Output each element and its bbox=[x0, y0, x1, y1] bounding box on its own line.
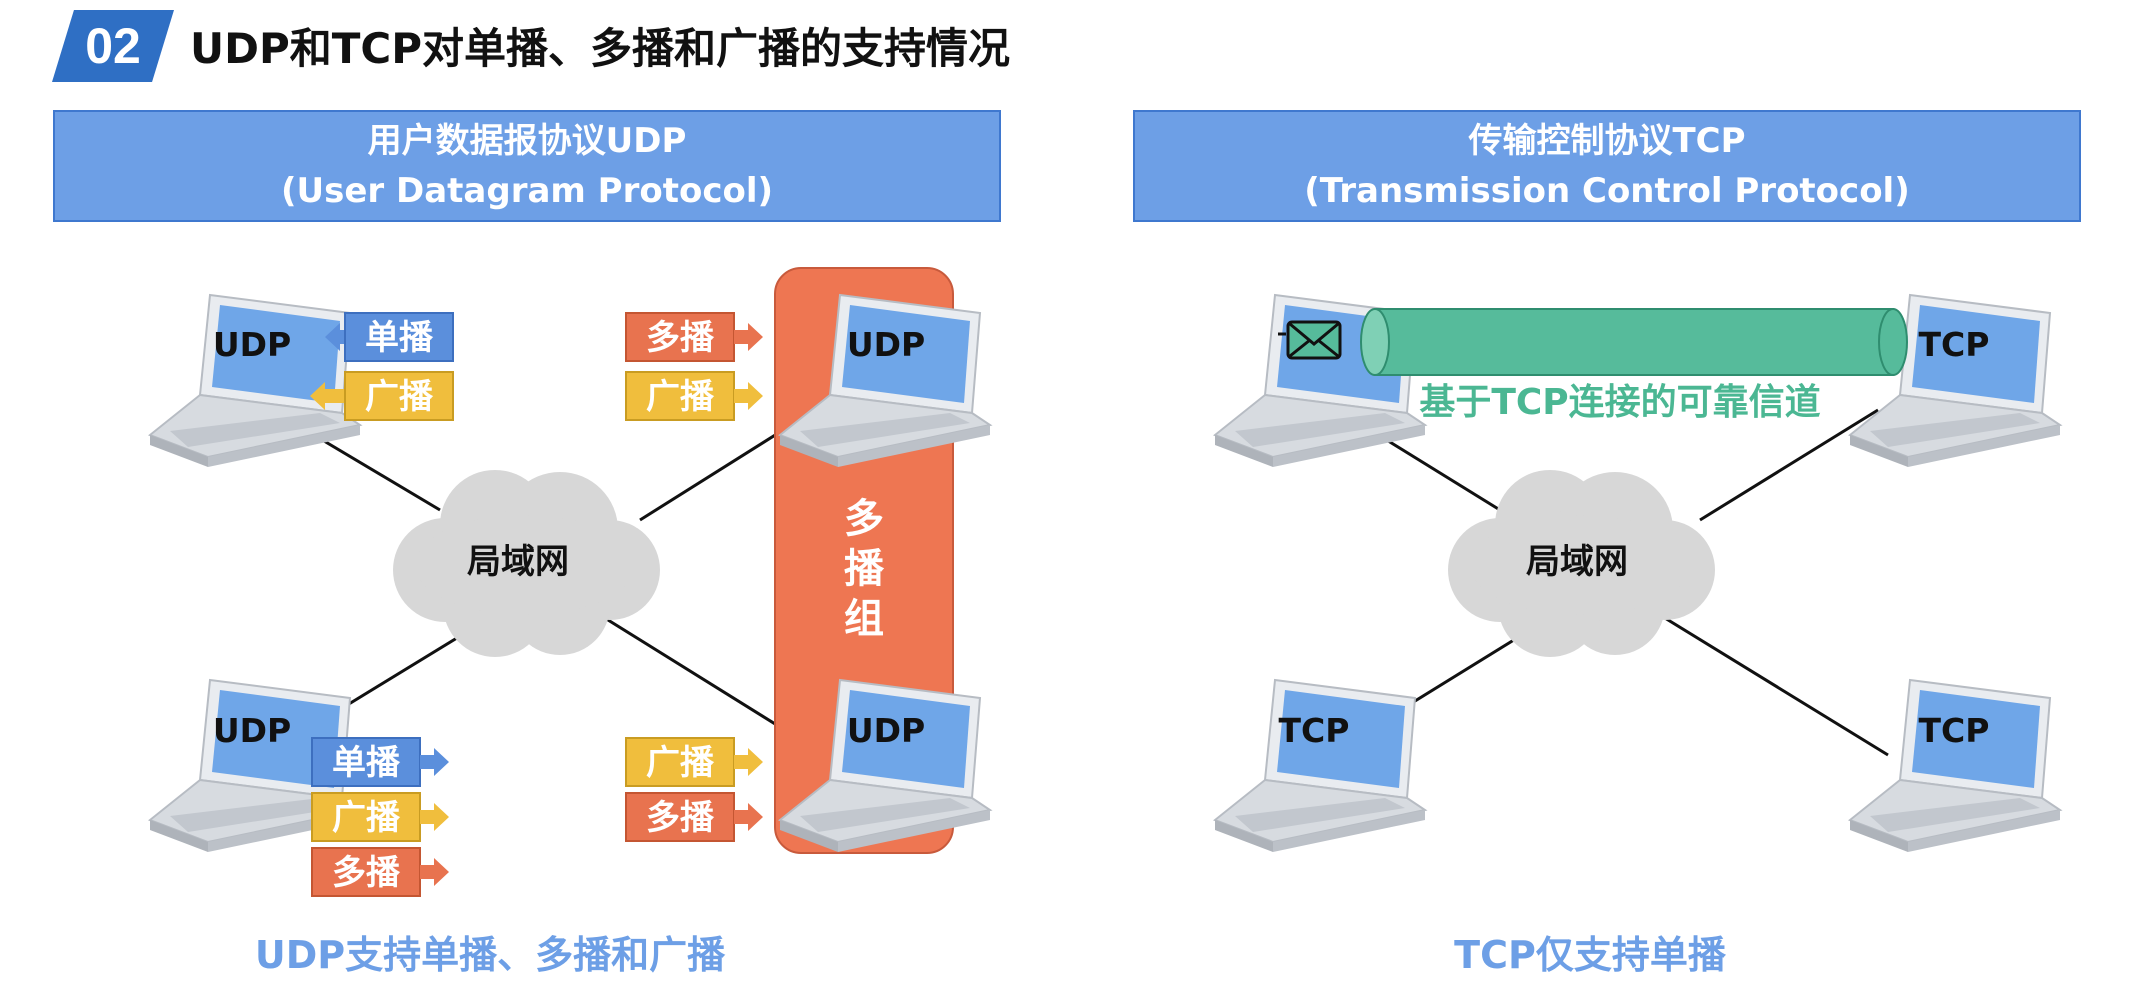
tag-broadcast-out-bottom-left-label: 广播 bbox=[332, 798, 401, 838]
page-title: UDP和TCP对单播、多播和广播的支持情况 bbox=[190, 24, 1011, 73]
envelope-icon bbox=[1278, 320, 1342, 360]
tcp-laptop-bottom-right bbox=[1849, 679, 2061, 853]
multicast-group-char-1: 多 bbox=[844, 496, 884, 542]
udp-laptop-top-left bbox=[149, 294, 361, 468]
udp-header-line1: 用户数据报协议UDP bbox=[367, 121, 687, 161]
udp-host-label-bottom-right: UDP bbox=[847, 711, 925, 750]
tcp-lan-label: 局域网 bbox=[1526, 542, 1628, 582]
tcp-host-label-bottom-left: TCP bbox=[1279, 711, 1350, 750]
tag-unicast-out-bottom-left-label: 单播 bbox=[332, 743, 401, 783]
tcp-channel-label: 基于TCP连接的可靠信道 bbox=[1419, 382, 1821, 423]
section-number-badge: 02 bbox=[52, 10, 174, 82]
tag-multicast-out-bottom-left-label: 多播 bbox=[332, 853, 401, 893]
tag-multicast-in-top-right bbox=[625, 312, 763, 362]
tag-unicast-in-top-left bbox=[325, 312, 454, 362]
tcp-panel-header: 传输控制协议TCP (Transmission Control Protocol… bbox=[1133, 110, 2081, 222]
udp-header-line2: (User Datagram Protocol) bbox=[280, 171, 774, 211]
tag-multicast-in-bottom-right bbox=[625, 792, 763, 842]
tag-unicast-out-bottom-left bbox=[311, 737, 449, 787]
udp-panel-header: 用户数据报协议UDP (User Datagram Protocol) bbox=[53, 110, 1001, 222]
tag-broadcast-in-top-right bbox=[625, 371, 763, 421]
tag-broadcast-in-top-left bbox=[310, 371, 454, 421]
tag-broadcast-in-bottom-right-label: 广播 bbox=[646, 743, 715, 783]
tcp-host-label-bottom-right: TCP bbox=[1919, 711, 1990, 750]
tag-broadcast-out-bottom-left bbox=[311, 792, 449, 842]
tcp-laptop-bottom-left bbox=[1214, 679, 1426, 853]
tcp-header-line2: (Transmission Control Protocol) bbox=[1304, 171, 1910, 211]
tcp-reliable-channel-tube bbox=[1360, 308, 1908, 376]
udp-host-label-top-right: UDP bbox=[847, 325, 925, 364]
tag-multicast-in-bottom-right-label: 多播 bbox=[646, 798, 715, 838]
tag-multicast-in-top-right-label: 多播 bbox=[646, 318, 715, 358]
tcp-caption: TCP仅支持单播 bbox=[1454, 933, 1726, 977]
tag-multicast-out-bottom-left bbox=[311, 847, 449, 897]
tag-unicast-in-top-left-label: 单播 bbox=[365, 318, 434, 358]
udp-lan-label: 局域网 bbox=[467, 542, 569, 582]
udp-host-label-bottom-left: UDP bbox=[213, 711, 291, 750]
udp-caption: UDP支持单播、多播和广播 bbox=[254, 933, 726, 977]
udp-host-label-top-left: UDP bbox=[213, 325, 291, 364]
tcp-host-label-top-right: TCP bbox=[1919, 325, 1990, 364]
tag-broadcast-in-bottom-right bbox=[625, 737, 763, 787]
tag-broadcast-in-top-left-label: 广播 bbox=[365, 377, 434, 417]
multicast-group-char-3: 组 bbox=[844, 596, 884, 642]
tcp-header-line1: 传输控制协议TCP bbox=[1468, 121, 1746, 161]
tag-broadcast-in-top-right-label: 广播 bbox=[646, 377, 715, 417]
multicast-group-char-2: 播 bbox=[844, 546, 885, 592]
